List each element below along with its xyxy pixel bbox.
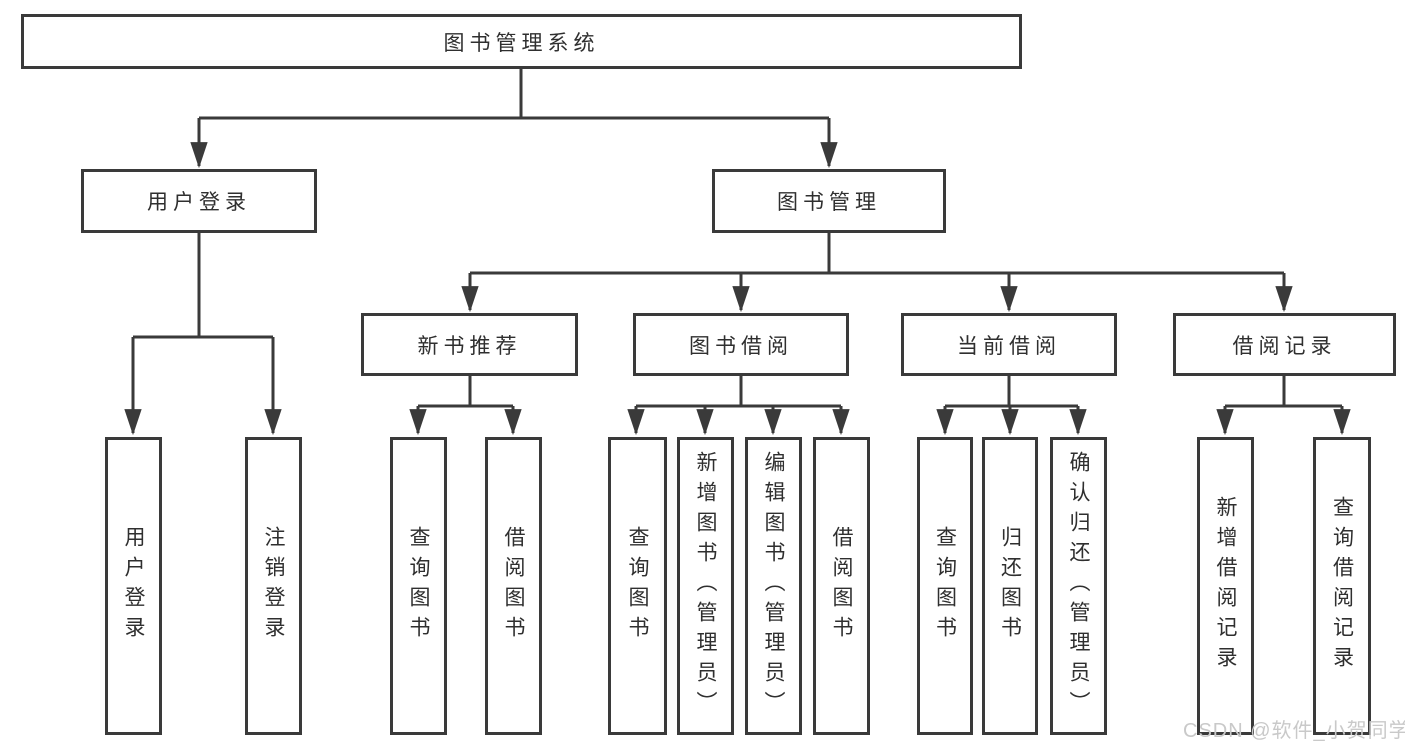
node-user-login: 用户登录 [81, 169, 317, 233]
leaf-query-books-borrowing: 查询图书 [608, 437, 667, 735]
leaf-query-books-recommend: 查询图书 [390, 437, 447, 735]
node-book-management: 图书管理 [712, 169, 946, 233]
leaf-user-login: 用户登录 [105, 437, 162, 735]
node-label: 查询图书 [407, 526, 430, 646]
leaf-borrow-books: 借阅图书 [813, 437, 870, 735]
node-label: 新增借阅记录 [1214, 496, 1237, 676]
node-label: 借阅图书 [830, 526, 853, 646]
node-label: 图书管理 [777, 191, 881, 214]
node-borrowing-records: 借阅记录 [1173, 313, 1396, 376]
node-label: 注销登录 [262, 526, 285, 646]
leaf-add-books-admin: 新增图书（管理员） [677, 437, 734, 735]
node-library-system: 图书管理系统 [21, 14, 1022, 69]
node-label: 借阅记录 [1232, 334, 1337, 358]
node-label: 确认归还（管理员） [1067, 451, 1090, 721]
leaf-logout: 注销登录 [245, 437, 302, 735]
node-current-borrowing: 当前借阅 [901, 313, 1117, 376]
node-label: 新书推荐 [417, 334, 522, 358]
node-new-book-recommend: 新书推荐 [361, 313, 578, 376]
node-label: 编辑图书（管理员） [762, 451, 785, 721]
node-label: 当前借阅 [957, 334, 1061, 358]
node-label: 借阅图书 [502, 526, 525, 646]
leaf-edit-books-admin: 编辑图书（管理员） [745, 437, 802, 735]
node-label: 查询图书 [933, 526, 957, 646]
node-label: 查询图书 [626, 526, 649, 646]
csdn-watermark: CSDN @软件_小贺同学 [1183, 720, 1405, 742]
leaf-return-books: 归还图书 [982, 437, 1038, 735]
node-label: 查询借阅记录 [1330, 496, 1354, 676]
node-label: 归还图书 [998, 526, 1022, 646]
node-label: 用户登录 [122, 526, 145, 646]
node-label: 用户登录 [147, 191, 251, 214]
leaf-query-borrow-record: 查询借阅记录 [1313, 437, 1371, 735]
node-label: 图书借阅 [689, 334, 793, 358]
leaf-add-borrow-record: 新增借阅记录 [1197, 437, 1254, 735]
node-book-borrowing: 图书借阅 [633, 313, 849, 376]
leaf-borrow-books-recommend: 借阅图书 [485, 437, 542, 735]
node-label: 新增图书（管理员） [694, 451, 717, 721]
leaf-confirm-return-admin: 确认归还（管理员） [1050, 437, 1107, 735]
node-label: 图书管理系统 [443, 31, 600, 55]
leaf-query-books-current: 查询图书 [917, 437, 973, 735]
